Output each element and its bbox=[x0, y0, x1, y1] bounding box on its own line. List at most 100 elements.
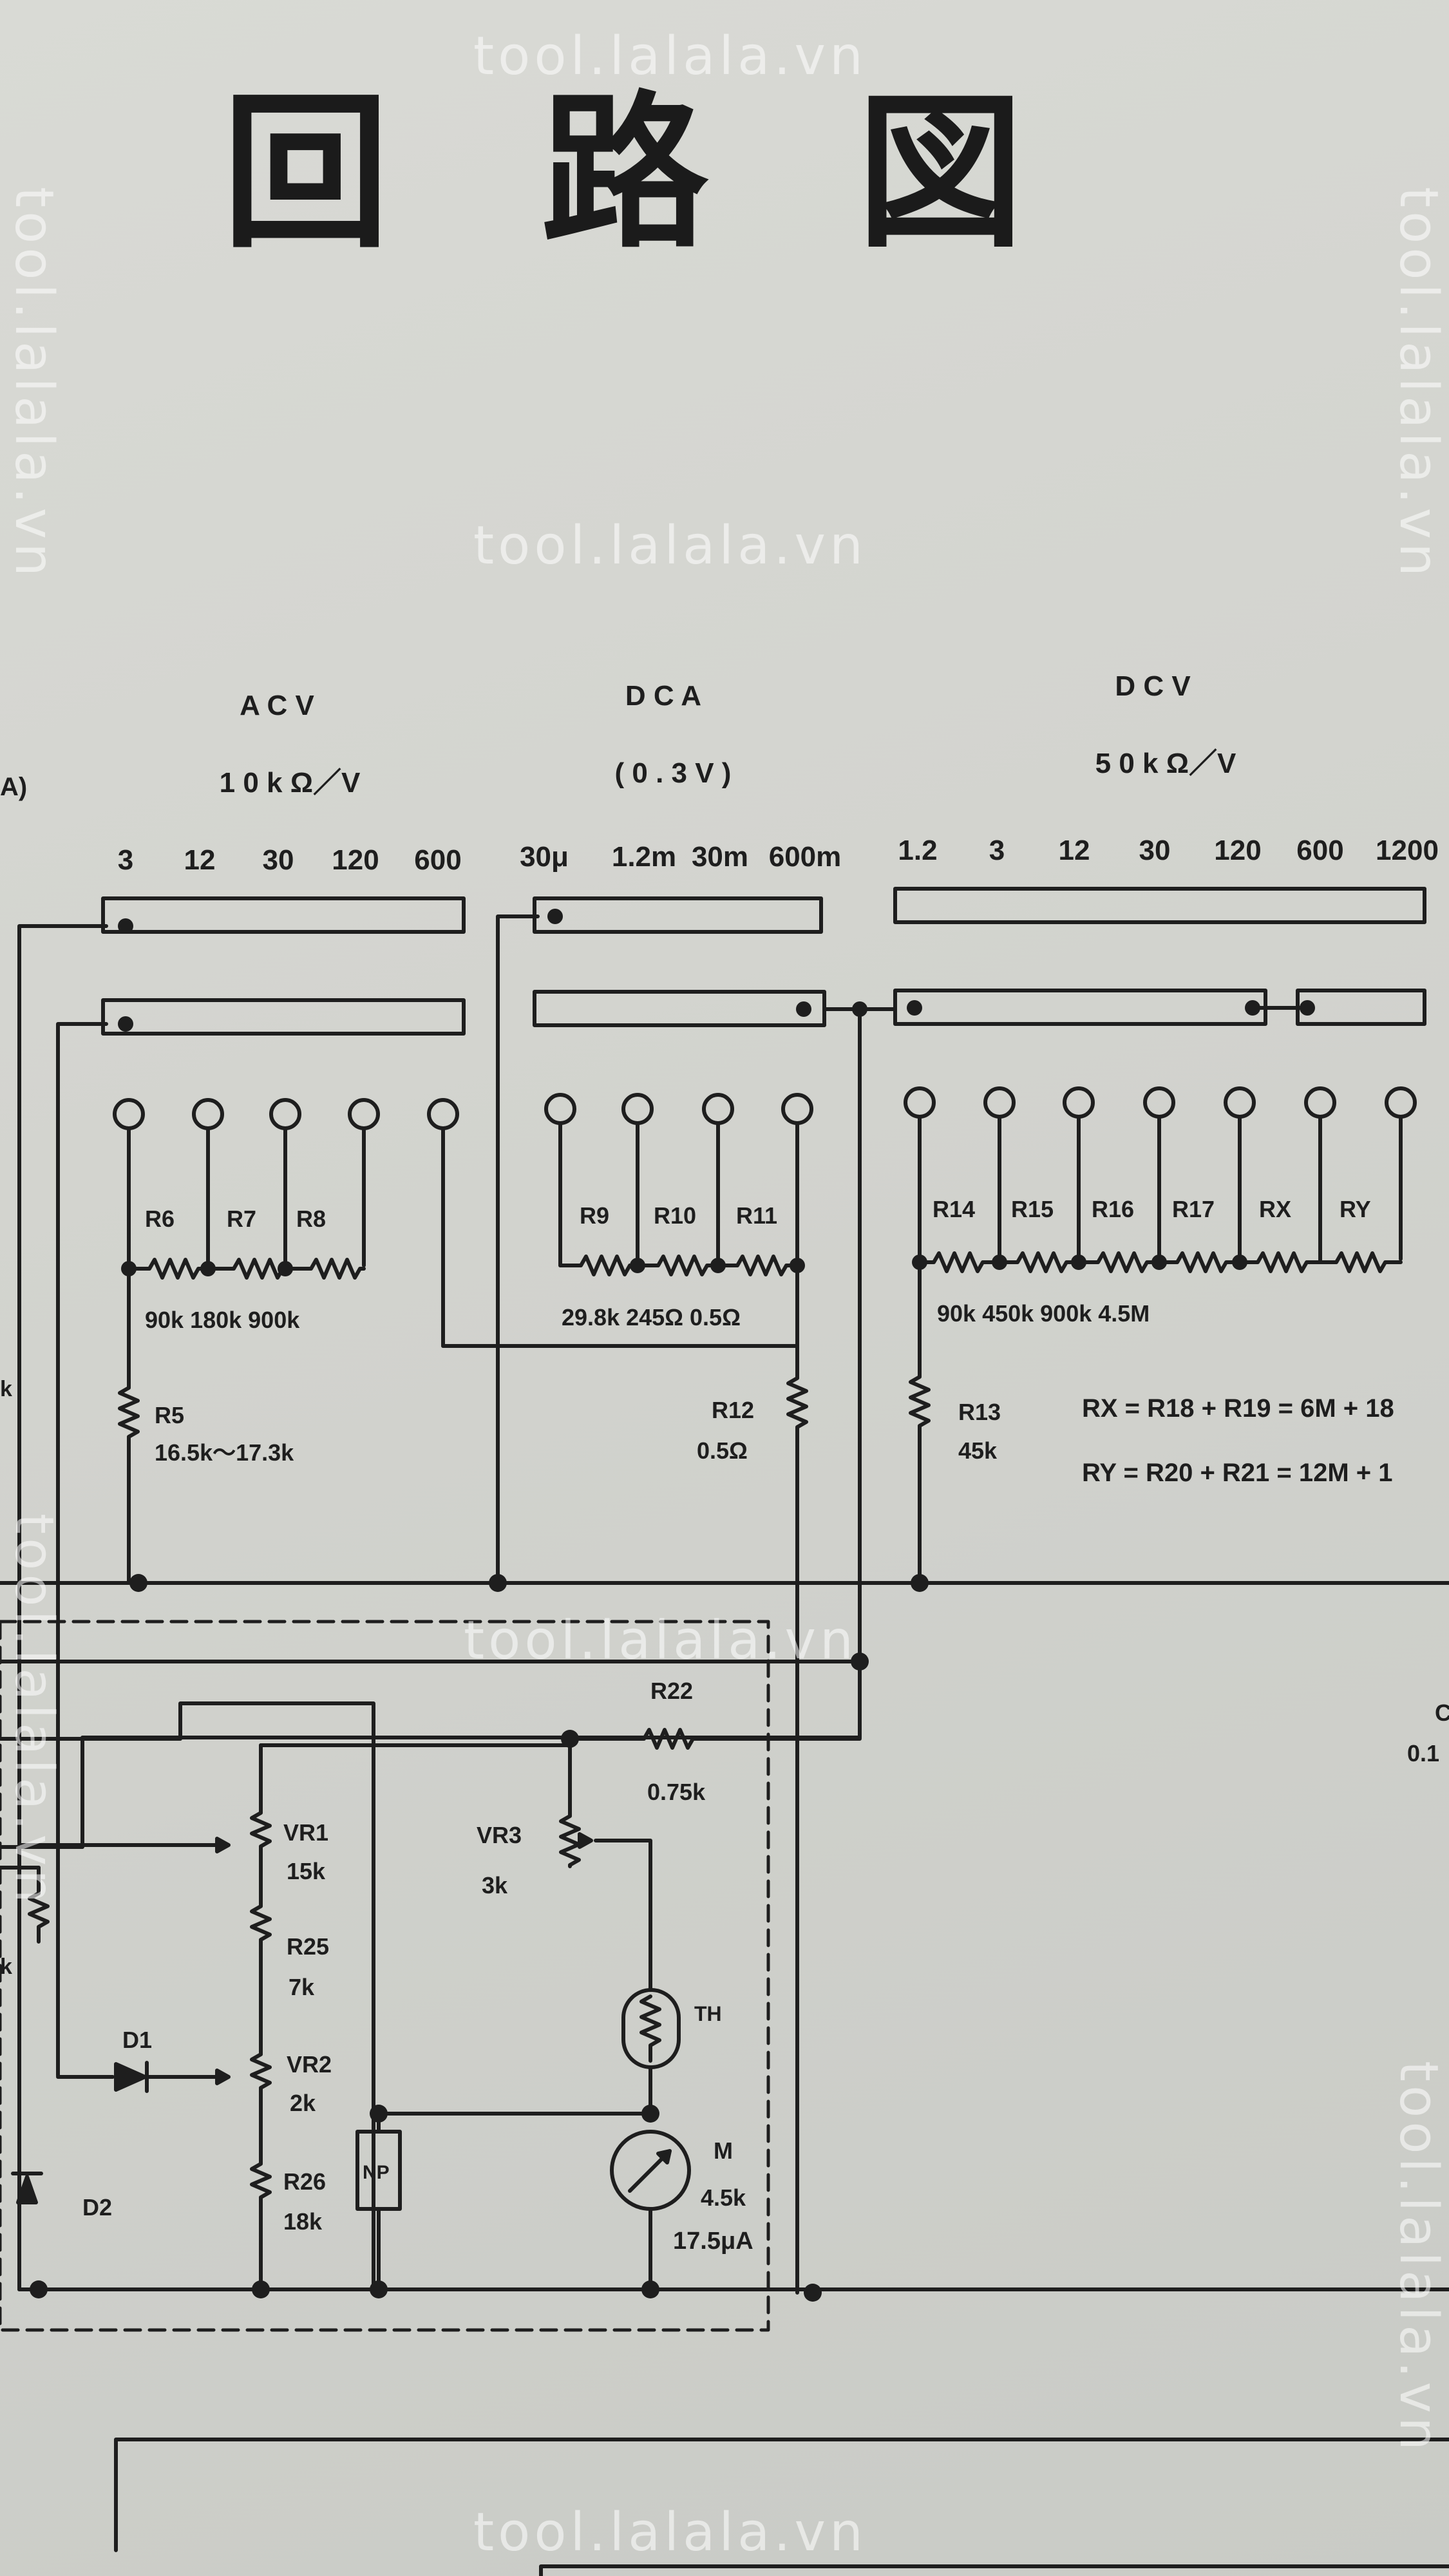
module-boundary bbox=[0, 1620, 770, 2332]
r22-value: 0.75k bbox=[647, 1779, 706, 1805]
terminal-dca-600m bbox=[781, 1093, 813, 1125]
acv-resistor-chain bbox=[127, 1258, 366, 1280]
rx-label: RX bbox=[1259, 1196, 1291, 1222]
r15-label: R15 bbox=[1011, 1196, 1054, 1222]
r8-label: R8 bbox=[296, 1206, 326, 1232]
meter-resistance: 4.5k bbox=[701, 2184, 746, 2211]
terminal-dca-30u bbox=[544, 1093, 576, 1125]
ry-label: RY bbox=[1340, 1196, 1371, 1222]
np-label: NP bbox=[363, 2162, 390, 2183]
d1-diode bbox=[114, 2062, 147, 2092]
dca-heading: D C A bbox=[625, 680, 701, 712]
edge-fragment: k bbox=[0, 1377, 12, 1401]
range-label: 30μ bbox=[520, 841, 569, 873]
terminal-acv-30 bbox=[269, 1098, 301, 1130]
range-label: 1200 bbox=[1376, 835, 1439, 866]
r13-label: R13 bbox=[958, 1399, 1001, 1425]
r12-label: R12 bbox=[712, 1397, 754, 1423]
range-label: 120 bbox=[1214, 835, 1261, 866]
r12-resistor bbox=[786, 1264, 808, 2295]
terminal-dcv-600 bbox=[1304, 1086, 1336, 1119]
terminal-dcv-30 bbox=[1143, 1086, 1175, 1119]
acv-heading: A C V bbox=[240, 690, 314, 721]
dcv-range-bar-bottom bbox=[893, 989, 1267, 1026]
title-char-1: 回 bbox=[222, 77, 390, 271]
terminal-dcv-1200 bbox=[1385, 1086, 1417, 1119]
r10-label: R10 bbox=[654, 1202, 696, 1229]
range-label: 3 bbox=[989, 835, 1005, 866]
edge-label: A) bbox=[0, 773, 27, 801]
calibration-chain bbox=[250, 1743, 272, 2291]
dcv-sensitivity: 5 0 k Ω／V bbox=[1095, 748, 1236, 779]
r13-resistor bbox=[909, 1260, 931, 1583]
d2-label: D2 bbox=[82, 2194, 112, 2221]
r6-label: R6 bbox=[145, 1206, 175, 1232]
dca-resistor-values: 29.8k 245Ω 0.5Ω bbox=[562, 1304, 741, 1331]
vr1-value: 15k bbox=[287, 1858, 326, 1884]
range-label: 600 bbox=[414, 844, 461, 876]
terminal-dca-30m bbox=[702, 1093, 734, 1125]
acv-resistor-values: 90k 180k 900k bbox=[145, 1307, 300, 1333]
title-char-3: 図 bbox=[857, 77, 1024, 271]
ry-formula: RY = R20 + R21 = 12M + 1 bbox=[1082, 1459, 1393, 1487]
r5-label: R5 bbox=[155, 1402, 184, 1428]
edge-fragment: C bbox=[1435, 1700, 1449, 1726]
range-label: 120 bbox=[332, 844, 379, 876]
dca-range-bar-bottom bbox=[533, 990, 826, 1027]
d1-label: D1 bbox=[122, 2027, 152, 2053]
r11-label: R11 bbox=[736, 1202, 777, 1229]
edge-fragment: 0.1 bbox=[1407, 1740, 1439, 1766]
watermark: tool.lalala.vn bbox=[464, 1610, 857, 1671]
meter-label: M bbox=[714, 2137, 733, 2164]
r12-value: 0.5Ω bbox=[697, 1437, 748, 1464]
vr1-label: VR1 bbox=[283, 1819, 328, 1846]
r25-label: R25 bbox=[287, 1933, 329, 1960]
dca-voltage: ( 0 . 3 V ) bbox=[615, 757, 732, 789]
thermistor-label: TH bbox=[694, 2002, 722, 2025]
terminal-dcv-120 bbox=[1224, 1086, 1256, 1119]
terminal-dca-1-2m bbox=[621, 1093, 654, 1125]
d2-diode bbox=[16, 2175, 38, 2204]
r7-label: R7 bbox=[227, 1206, 256, 1232]
range-label: 600 bbox=[1296, 835, 1343, 866]
range-label: 30m bbox=[692, 841, 748, 873]
r22-resistor bbox=[568, 1728, 862, 1750]
meter-current: 17.5μA bbox=[673, 2228, 753, 2255]
watermark: tool.lalala.vn bbox=[3, 187, 64, 580]
terminal-acv-120 bbox=[348, 1098, 380, 1130]
range-label: 3 bbox=[118, 844, 133, 876]
watermark: tool.lalala.vn bbox=[473, 2502, 867, 2563]
dcv-resistor-values: 90k 450k 900k 4.5M bbox=[937, 1300, 1150, 1327]
terminal-dcv-12 bbox=[1063, 1086, 1095, 1119]
acv-sensitivity: 1 0 k Ω／V bbox=[220, 767, 361, 799]
edge-fragment: k bbox=[0, 1955, 12, 1979]
r5-value: 16.5k～17.3k bbox=[155, 1439, 294, 1466]
vr3-resistor bbox=[559, 1737, 581, 1868]
terminal-acv-600 bbox=[427, 1098, 459, 1130]
dca-range-bar-top bbox=[533, 896, 823, 934]
r14-label: R14 bbox=[933, 1196, 975, 1222]
dcv-range-bar-top bbox=[893, 887, 1426, 924]
r9-label: R9 bbox=[580, 1202, 609, 1229]
terminal-dcv-1-2 bbox=[904, 1086, 936, 1119]
vr2-label: VR2 bbox=[287, 2051, 332, 2078]
range-label: 1.2 bbox=[898, 835, 937, 866]
watermark: tool.lalala.vn bbox=[1388, 187, 1449, 580]
vr2-value: 2k bbox=[290, 2090, 316, 2116]
r22-label: R22 bbox=[650, 1678, 693, 1704]
r26-label: R26 bbox=[283, 2168, 326, 2195]
acv-range-bar-top bbox=[101, 896, 466, 934]
range-label: 30 bbox=[1139, 835, 1171, 866]
range-label: 30 bbox=[263, 844, 294, 876]
terminal-acv-3 bbox=[113, 1098, 145, 1130]
r25-value: 7k bbox=[289, 1974, 315, 2000]
r16-label: R16 bbox=[1092, 1196, 1134, 1222]
vr3-label: VR3 bbox=[477, 1822, 522, 1848]
watermark: tool.lalala.vn bbox=[1388, 2061, 1449, 2454]
range-label: 12 bbox=[1059, 835, 1090, 866]
terminal-dcv-3 bbox=[983, 1086, 1016, 1119]
range-label: 1.2m bbox=[612, 841, 676, 873]
acv-range-bar-bottom bbox=[101, 998, 466, 1036]
